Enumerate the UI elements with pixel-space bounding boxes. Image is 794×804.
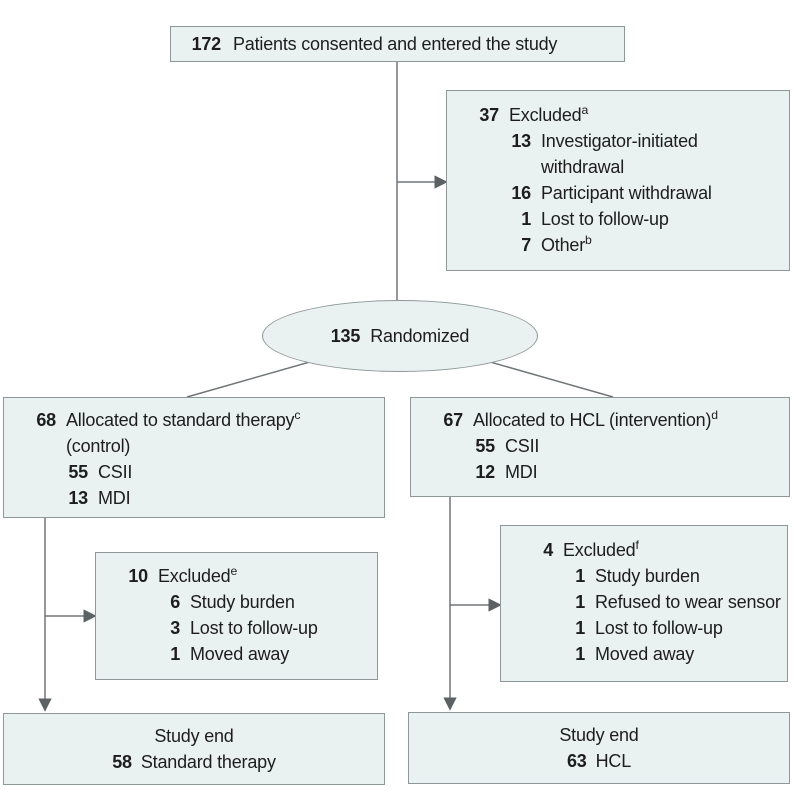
count: 13 — [68, 488, 88, 508]
count: 6 — [170, 592, 180, 612]
count: 1 — [575, 644, 585, 664]
label-text-line2: withdrawal — [541, 157, 625, 177]
flow-row: 55 CSII — [427, 433, 783, 459]
label: Patients consented and entered the study — [233, 34, 558, 54]
label-text: Other — [541, 235, 586, 255]
label: Study burden — [595, 566, 700, 586]
footnote-marker: c — [294, 408, 301, 422]
label: Allocated to standard therapyc (control) — [66, 407, 378, 459]
count: 1 — [575, 592, 585, 612]
study-end-hcl-box: Study end 63 HCL — [408, 712, 790, 784]
flow-row: 63 HCL — [567, 748, 631, 774]
count: 1 — [575, 566, 585, 586]
label-text: Excluded — [158, 566, 231, 586]
count: 1 — [521, 209, 531, 229]
label: Excludedf — [563, 537, 783, 563]
study-end-standard-box: Study end 58 Standard therapy — [3, 713, 385, 785]
count: 10 — [128, 566, 148, 586]
label: Moved away — [190, 644, 290, 664]
study-end-title: Study end — [154, 726, 234, 746]
label: Randomized — [370, 325, 470, 346]
count: 58 — [112, 752, 132, 772]
randomized-ellipse: 135 Randomized — [262, 300, 538, 372]
flow-row: 13 MDI — [20, 485, 378, 511]
footnote-marker: a — [581, 103, 589, 117]
flow-row: 1 Moved away — [517, 641, 783, 667]
flow-row: 13 Investigator-initiated withdrawal — [463, 128, 783, 180]
count: 1 — [170, 644, 180, 664]
flow-row: 1 Lost to follow-up — [517, 615, 783, 641]
label: CSII — [98, 462, 133, 482]
count: 68 — [36, 410, 56, 430]
flow-row: 58 Standard therapy — [112, 749, 276, 775]
label: Refused to wear sensor — [595, 592, 781, 612]
excluded-hcl-box: 4 Excludedf 1 Study burden 1 Refused to … — [500, 525, 788, 682]
label: Otherb — [541, 232, 783, 258]
flow-row: 37 Excludeda — [463, 102, 783, 128]
label-text: Excluded — [563, 540, 636, 560]
count: 13 — [511, 131, 531, 151]
label: Excludede — [158, 563, 371, 589]
label-text: Allocated to standard therapy — [66, 410, 295, 430]
flow-row: 12 MDI — [427, 459, 783, 485]
label-text: Investigator-initiated — [541, 131, 698, 151]
footnote-marker: b — [585, 233, 592, 247]
excluded-top-box: 37 Excludeda 13 Investigator-initiated wi… — [446, 90, 790, 271]
flow-row: 1 Lost to follow-up — [463, 206, 783, 232]
footnote-marker: e — [230, 564, 238, 578]
label: HCL — [595, 751, 632, 771]
allocation-hcl-box: 67 Allocated to HCL (intervention)d 55 C… — [410, 397, 790, 497]
flow-row: 3 Lost to follow-up — [112, 615, 371, 641]
footnote-marker: f — [635, 538, 639, 552]
study-end-title: Study end — [559, 725, 639, 745]
count: 55 — [475, 436, 495, 456]
label-text-line2: (control) — [66, 436, 131, 456]
count: 67 — [443, 410, 463, 430]
label: Investigator-initiated withdrawal — [541, 128, 783, 180]
label: CSII — [505, 436, 540, 456]
flow-row: 1 Moved away — [112, 641, 371, 667]
label: Study burden — [190, 592, 295, 612]
flow-row: 68 Allocated to standard therapyc (contro… — [20, 407, 378, 459]
label: Excludeda — [509, 102, 783, 128]
label-text: Allocated to HCL (intervention) — [473, 410, 712, 430]
flow-row: 7 Otherb — [463, 232, 783, 258]
count: 172 — [191, 34, 222, 54]
flow-row: 4 Excludedf — [517, 537, 783, 563]
count: 135 — [330, 325, 361, 346]
count: 4 — [543, 540, 553, 560]
count: 12 — [475, 462, 495, 482]
excluded-standard-box: 10 Excludede 6 Study burden 3 Lost to fo… — [95, 552, 378, 680]
label: Allocated to HCL (intervention)d — [473, 407, 783, 433]
count: 37 — [479, 105, 499, 125]
label: Moved away — [595, 644, 695, 664]
label: Standard therapy — [140, 752, 276, 772]
count: 63 — [566, 751, 587, 771]
flow-row: 1 Study burden — [517, 563, 783, 589]
count: 55 — [68, 462, 88, 482]
label: Lost to follow-up — [541, 209, 669, 229]
count: 1 — [575, 618, 585, 638]
label: MDI — [505, 462, 538, 482]
count: 7 — [521, 235, 531, 255]
label: Participant withdrawal — [541, 183, 712, 203]
allocation-standard-box: 68 Allocated to standard therapyc (contro… — [3, 397, 385, 518]
label: Lost to follow-up — [190, 618, 318, 638]
label: Lost to follow-up — [595, 618, 723, 638]
label-text: Excluded — [509, 105, 582, 125]
footnote-marker: d — [711, 408, 718, 422]
count: 16 — [511, 183, 531, 203]
flow-row: 6 Study burden — [112, 589, 371, 615]
flow-row: 55 CSII — [20, 459, 378, 485]
consented-box: 172 Patients consented and entered the s… — [170, 26, 625, 62]
flow-row: 172 Patients consented and entered the s… — [171, 27, 624, 61]
flow-row: 16 Participant withdrawal — [463, 180, 783, 206]
count: 3 — [170, 618, 180, 638]
flow-row: 1 Refused to wear sensor — [517, 589, 783, 615]
flow-row: 67 Allocated to HCL (intervention)d — [427, 407, 783, 433]
label: MDI — [98, 488, 131, 508]
flow-row: 10 Excludede — [112, 563, 371, 589]
